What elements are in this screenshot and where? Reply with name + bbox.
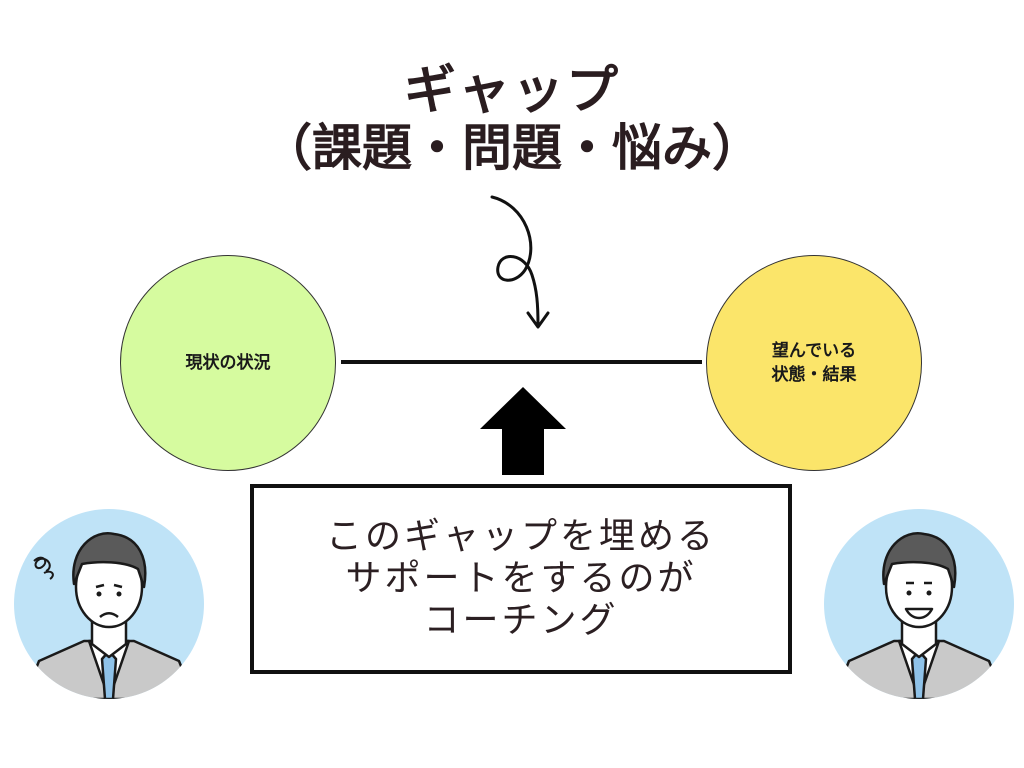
gap-line bbox=[341, 360, 702, 364]
current-state-circle: 現状の状況 bbox=[120, 255, 336, 471]
message-line-2: サポートをするのが bbox=[345, 558, 697, 599]
smiling-man-icon bbox=[824, 509, 1014, 699]
worried-man-icon bbox=[14, 509, 204, 699]
message-box: このギャップを埋める サポートをするのが コーチング bbox=[250, 484, 792, 674]
title-gap: ギャップ bbox=[403, 61, 620, 121]
desired-state-label-1: 望んでいる bbox=[771, 341, 857, 361]
message-line-1: このギャップを埋める bbox=[325, 516, 716, 557]
up-arrow-icon bbox=[480, 387, 566, 475]
current-state-label: 現状の状況 bbox=[185, 353, 271, 373]
curly-arrow-icon bbox=[490, 195, 550, 329]
message-line-3: コーチング bbox=[423, 600, 619, 641]
title-subtitle: （課題・問題・悩み） bbox=[262, 119, 762, 177]
desired-state-circle: 望んでいる 状態・結果 bbox=[706, 255, 922, 471]
desired-state-label-2: 状態・結果 bbox=[771, 365, 857, 385]
